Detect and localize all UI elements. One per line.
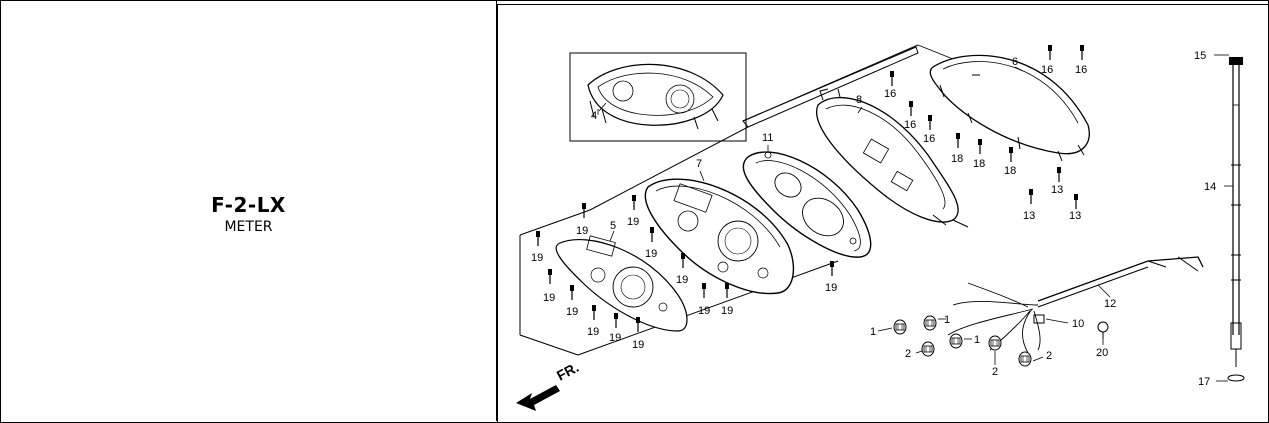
callout-2: 2 [992, 366, 998, 378]
diagram-name: METER [224, 219, 273, 235]
callout-8: 8 [856, 94, 862, 106]
leader-lines [598, 54, 1233, 382]
callout-19: 19 [698, 305, 710, 317]
part-8-meter-case [816, 88, 969, 228]
callout-19: 19 [531, 252, 543, 264]
callout-19: 19 [587, 326, 599, 338]
callout-1: 1 [974, 334, 980, 346]
callout-1: 1 [870, 326, 876, 338]
callout-labels: 4 5 6 7 8 11 12 14 15 17 10 20 16 16 16 … [531, 50, 1216, 388]
callout-19: 19 [632, 339, 644, 351]
assembly-outline [519, 44, 969, 356]
callout-4: 4 [591, 110, 597, 122]
callout-13: 13 [1069, 210, 1081, 222]
bulb-sockets [893, 315, 1032, 367]
callout-18: 18 [973, 158, 985, 170]
callout-19: 19 [609, 332, 621, 344]
diagram-code: F-2-LX [211, 193, 286, 217]
callout-19: 19 [543, 292, 555, 304]
callout-16: 16 [1075, 64, 1087, 76]
callout-2: 2 [905, 348, 911, 360]
part-20-grommet [1097, 321, 1109, 339]
callout-19: 19 [825, 282, 837, 294]
part-11-meter-bezel [742, 151, 872, 258]
callout-17: 17 [1198, 376, 1210, 388]
callout-19: 19 [645, 248, 657, 260]
exploded-parts-diagram: FR. 4 5 6 7 8 11 12 14 15 17 10 20 16 16… [497, 4, 1268, 422]
callout-19: 19 [721, 305, 733, 317]
callout-15: 15 [1194, 50, 1206, 62]
part-10-clip [1033, 314, 1045, 324]
callout-13: 13 [1023, 210, 1035, 222]
callout-2: 2 [1046, 350, 1052, 362]
title-panel: F-2-LX METER [1, 1, 497, 421]
callout-19: 19 [627, 216, 639, 228]
callout-16: 16 [1041, 64, 1053, 76]
part-12-wire-harness [947, 256, 1204, 354]
callout-10: 10 [1072, 318, 1084, 330]
callout-20: 20 [1096, 347, 1108, 359]
front-direction-arrow: FR. [516, 359, 581, 411]
part-5-dial-face [555, 235, 688, 332]
callout-12: 12 [1104, 298, 1116, 310]
callout-16: 16 [884, 88, 896, 100]
callout-11: 11 [762, 132, 773, 144]
callout-18: 18 [951, 153, 963, 165]
callout-18: 18 [1004, 165, 1016, 177]
callout-16: 16 [904, 119, 916, 131]
callout-19: 19 [676, 274, 688, 286]
callout-6: 6 [1012, 56, 1018, 68]
part-14-meter-cable [1227, 57, 1245, 382]
part-4-meter-assembly [587, 63, 724, 130]
front-label: FR. [554, 359, 581, 384]
callout-13: 13 [1051, 184, 1063, 196]
callout-16: 16 [923, 133, 935, 145]
callout-19: 19 [576, 225, 588, 237]
callout-1: 1 [944, 314, 950, 326]
callout-19: 19 [566, 306, 578, 318]
part-7-meter-panel [644, 178, 795, 295]
part-6-meter-cover [929, 54, 1090, 162]
callout-5: 5 [610, 220, 616, 232]
callout-7: 7 [696, 158, 702, 170]
callout-14: 14 [1204, 181, 1216, 193]
